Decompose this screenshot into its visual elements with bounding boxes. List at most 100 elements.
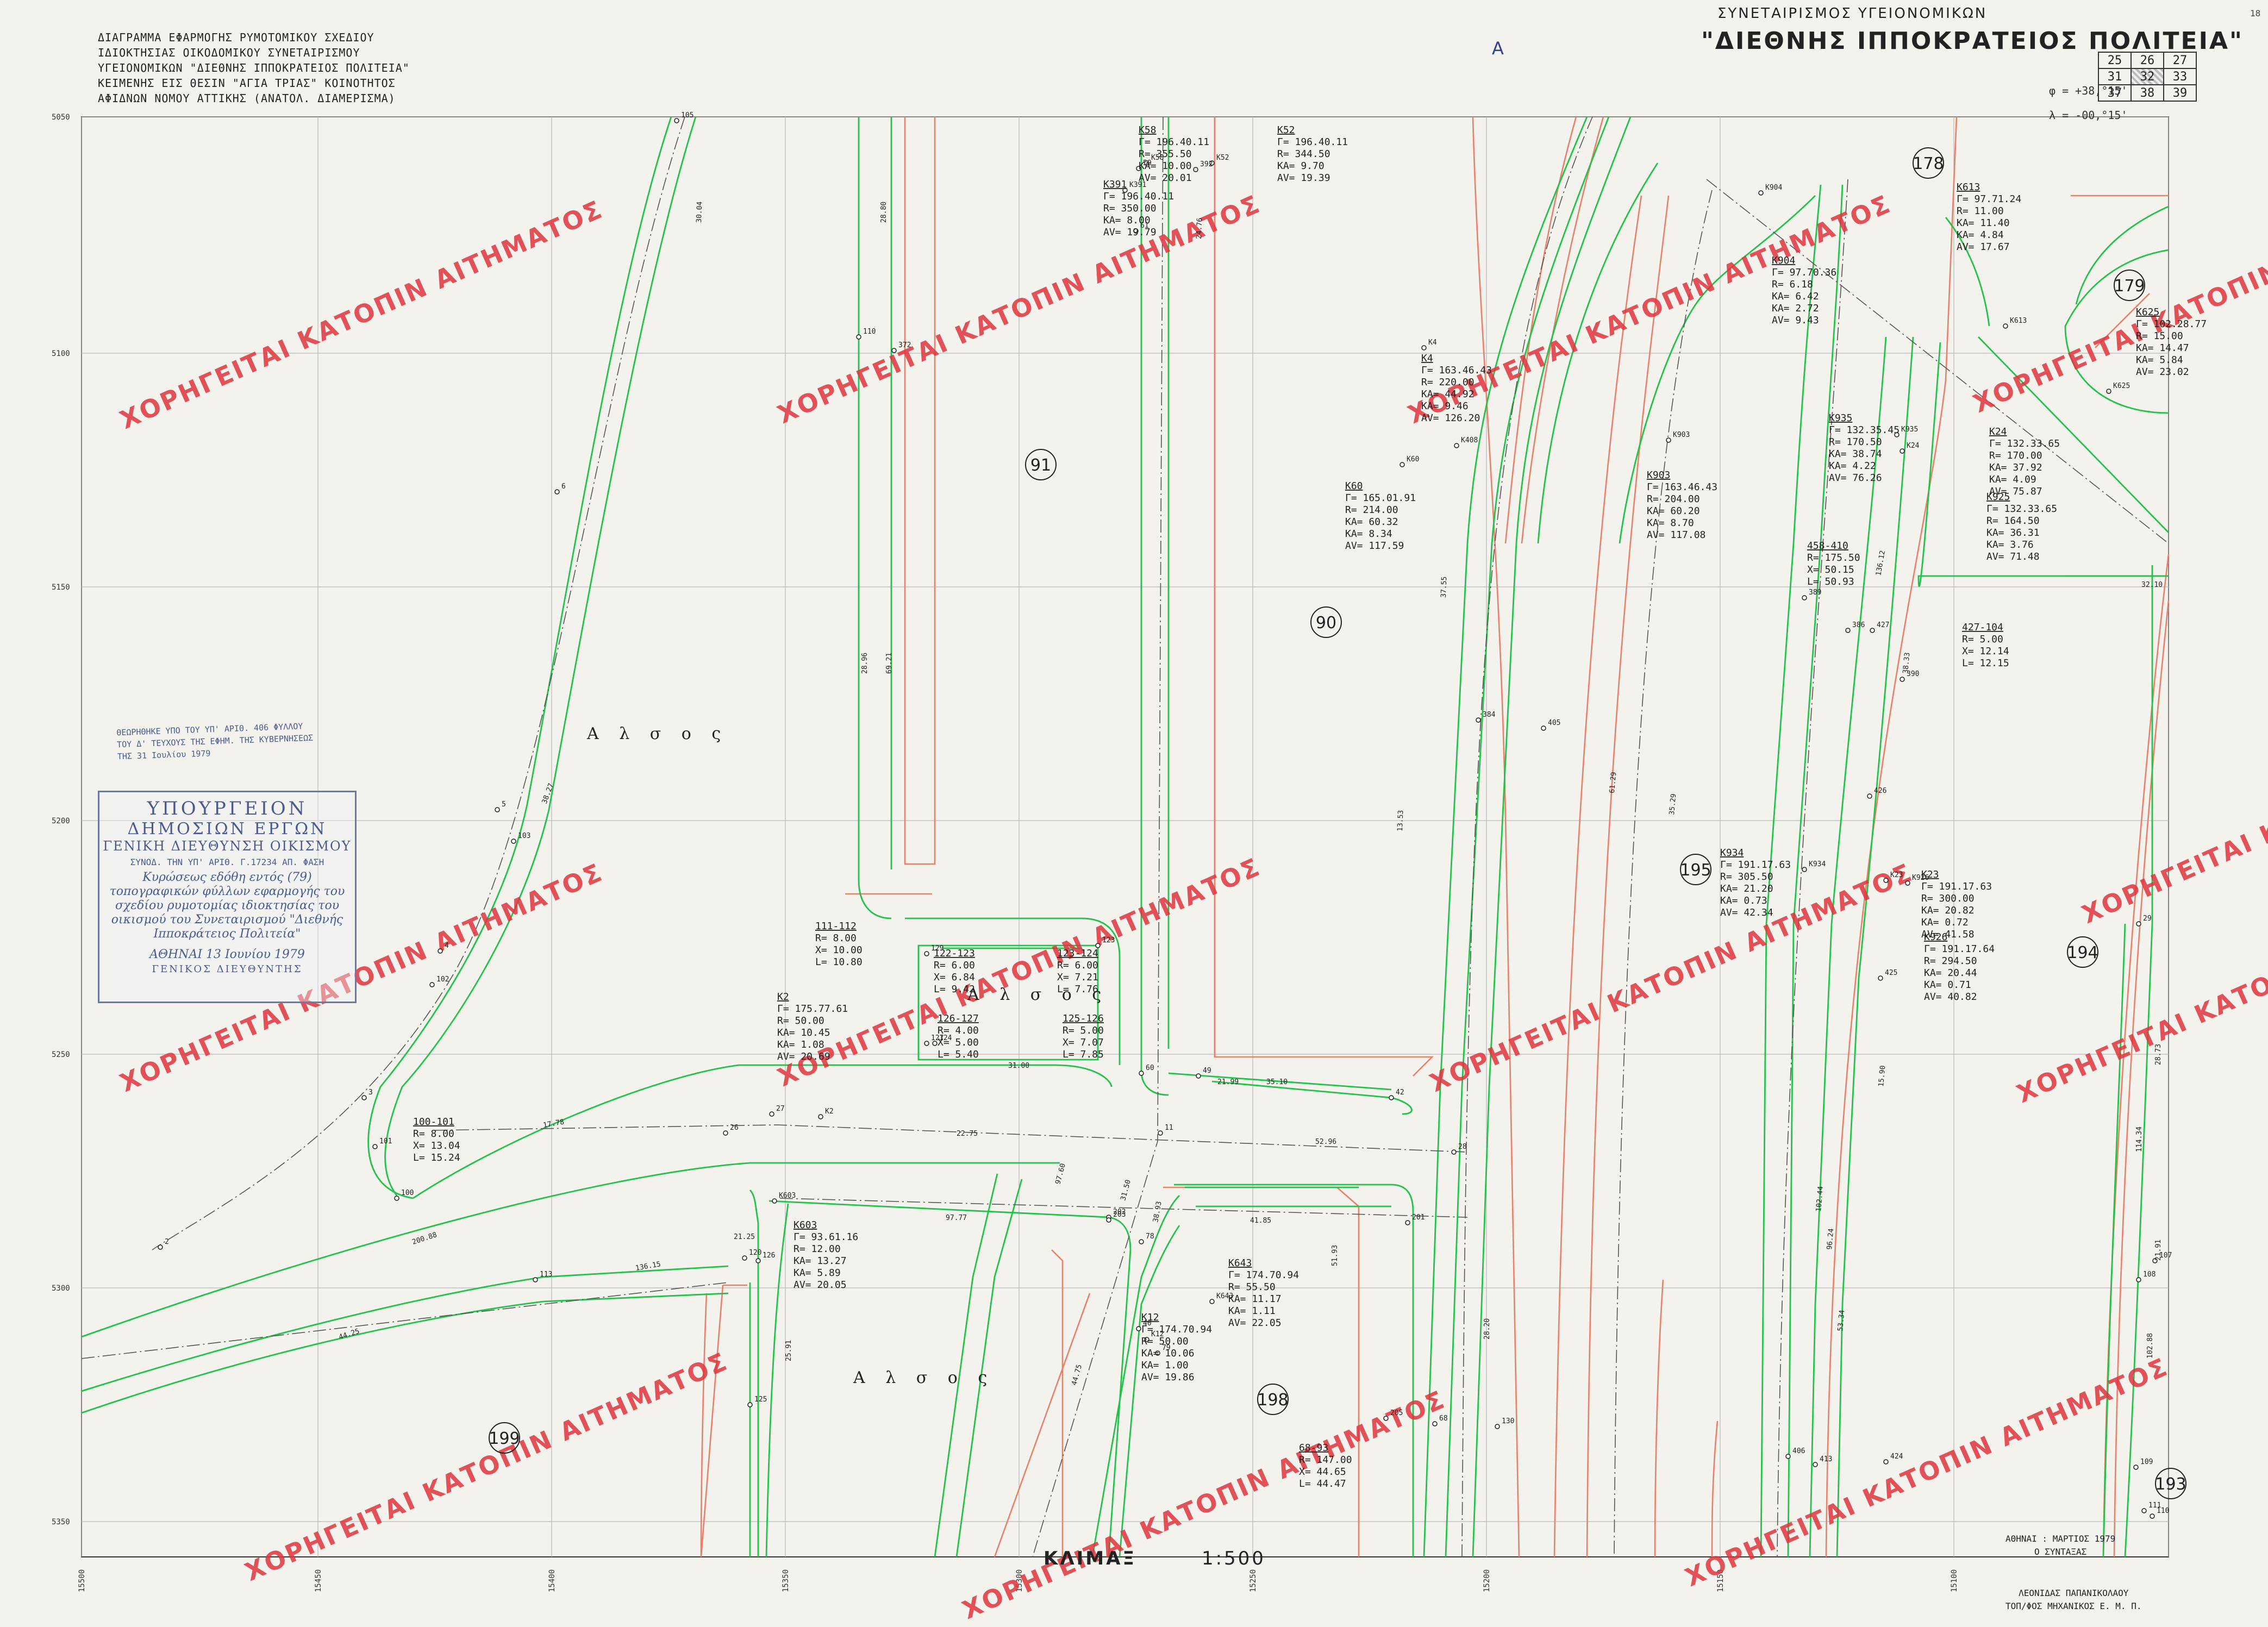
curve-parameter: R= 6.00 [1057, 960, 1098, 971]
curve-parameter: KA= 13.27 [794, 1255, 847, 1267]
curve-id: K4 [1421, 353, 1433, 364]
curve-parameter: Γ= 102.28.77 [2136, 318, 2207, 330]
block-number: 179 [2114, 277, 2145, 296]
engineer-title: ΤΟΠ/ΦΟΣ ΜΗΧΑΝΙΚΟΣ Ε. Μ. Π. [2005, 1601, 2142, 1611]
curve-id: 123-124 [1057, 948, 1098, 959]
survey-point-label: K52 [1216, 154, 1229, 162]
survey-point-dot [1905, 880, 1910, 886]
survey-point-dot [674, 118, 679, 123]
survey-point-label: 201 [1412, 1213, 1424, 1222]
curve-parameter: R= 300.00 [1921, 893, 1975, 904]
curve-parameter: R= 15.00 [2136, 330, 2183, 342]
curve-parameter: KA= 60.32 [1345, 516, 1398, 528]
dimension-label: 21.91 [2154, 1240, 2163, 1261]
curve-parameter: KA= 10.06 [1141, 1348, 1195, 1359]
curve-parameter: R= 5.00 [1063, 1025, 1104, 1036]
survey-point-label: 405 [1548, 719, 1560, 727]
forest-label: Α λ σ ο ς [586, 724, 728, 743]
survey-point: 6 [554, 483, 566, 495]
curve-parameter: R= 350.00 [1103, 203, 1157, 214]
grid-tick-y: 5350 [52, 1518, 70, 1526]
survey-point-dot [755, 1258, 761, 1263]
stamp-body: Κυρώσεως εδόθη εντός (79) τοπογραφικών φ… [109, 871, 345, 941]
curve-parameter: R= 8.00 [413, 1128, 454, 1140]
block-marker: 193 [2155, 1468, 2186, 1499]
stamp-directorate: ΓΕΝΙΚΗ ΔΙΕΥΘΥΝΣΗ ΟΙΚΙΣΜΟΥ [103, 838, 352, 854]
dimension-label: 69.21 [885, 653, 894, 674]
block-number: 178 [1913, 154, 1944, 173]
survey-point: 5 [495, 800, 506, 812]
survey-point: 49 [1196, 1067, 1211, 1079]
curve-parameter: X= 13.04 [413, 1140, 460, 1152]
survey-point-dot [1666, 437, 1671, 443]
sheet-index-cell: 25 [2098, 52, 2132, 69]
survey-point-label: 425 [1885, 969, 1897, 977]
curve-id: K603 [794, 1219, 817, 1231]
survey-point-dot [1432, 1421, 1438, 1426]
forest-label: Α λ σ ο ς [967, 985, 1109, 1004]
dimension-label: 200.88 [411, 1231, 438, 1247]
curve-parameter: AV= 41.58 [1921, 929, 1975, 940]
survey-point-label: 424 [1890, 1453, 1903, 1461]
curve-parameter: AV= 40.82 [1924, 991, 1977, 1003]
survey-point-dot [2133, 1465, 2139, 1470]
curve-id: K904 [1772, 255, 1795, 266]
survey-point-label: 406 [1792, 1447, 1805, 1455]
grid-tick-y: 5050 [52, 113, 70, 122]
block-marker: 179 [2114, 270, 2145, 301]
survey-point: 29 [2136, 915, 2152, 927]
survey-point-dot [1870, 628, 1875, 633]
sheet-index-cell: 27 [2163, 52, 2197, 69]
dimension-label: 22.75 [957, 1130, 978, 1138]
survey-point: 123 [1095, 936, 1115, 948]
curve-parameter: R= 305.50 [1720, 871, 1773, 883]
survey-point: 205 [1383, 1409, 1403, 1421]
dimension-label: 53.34 [1836, 1310, 1846, 1331]
curve-parameter: Γ= 191.17.63 [1720, 859, 1791, 871]
block-circle [1025, 449, 1057, 480]
date-line: ΑΘΗΝΑΙ : ΜΑΡΤΙΟΣ 1979 [2005, 1534, 2116, 1544]
survey-point-label: K903 [1673, 431, 1690, 439]
grid-tick-x: 15200 [1483, 1569, 1491, 1592]
survey-point-dot [1878, 975, 1883, 981]
sheet-index-cell: 26 [2130, 52, 2164, 69]
curve-parameter: Γ= 191.17.63 [1921, 881, 1992, 892]
survey-point-label: 126 [763, 1251, 775, 1260]
curve-parameter: KA= 20.82 [1921, 905, 1975, 916]
curve-parameter: KA= 20.44 [1924, 967, 1977, 979]
dimension-label: 96.24 [1826, 1228, 1835, 1250]
curve-id: 122-123 [934, 948, 975, 959]
block-circle [1257, 1384, 1289, 1415]
survey-point-dot [1155, 1350, 1160, 1356]
author-line: Ο ΣΥΝΤΑΞΑΣ [2034, 1547, 2087, 1557]
curve-parameter: KA= 9.70 [1277, 160, 1324, 172]
dimension-label: 28.96 [861, 653, 869, 674]
survey-point-dot [742, 1255, 747, 1261]
dimension-label: 13.53 [1396, 810, 1405, 831]
survey-point: 113 [533, 1271, 552, 1282]
dimension-label: 32.10 [2141, 581, 2163, 589]
survey-point-label: 124 [939, 1034, 952, 1042]
survey-point: 389 [1802, 589, 1821, 600]
survey-point-label: K24 [1907, 442, 1920, 450]
curve-parameter: AV= 22.05 [1228, 1317, 1282, 1329]
survey-point-dot [1900, 677, 1905, 682]
curve-parameter: KA= 44.92 [1421, 389, 1474, 400]
curve-parameter: KA= 0.72 [1921, 917, 1969, 928]
survey-point: 424 [1883, 1453, 1903, 1465]
grid-tick-y: 5200 [52, 817, 70, 825]
curve-parameter: Γ= 196.40.11 [1103, 191, 1174, 202]
survey-point-dot [1136, 1326, 1141, 1331]
survey-point-dot [429, 982, 435, 987]
curve-parameter: R= 355.50 [1139, 148, 1192, 160]
dimension-label: 17.78 [542, 1118, 565, 1130]
survey-point-label: 110 [2157, 1507, 2169, 1515]
curve-parameter: Γ= 174.70.94 [1141, 1324, 1212, 1335]
curve-parameter: AV= 17.67 [1957, 241, 2010, 253]
author-block: ΑΘΗΝΑΙ : ΜΑΡΤΙΟΣ 1979 Ο ΣΥΝΤΑΞΑΣ [2005, 1532, 2115, 1559]
survey-point: K24 [1900, 442, 1920, 454]
survey-point-dot [2136, 1277, 2141, 1282]
